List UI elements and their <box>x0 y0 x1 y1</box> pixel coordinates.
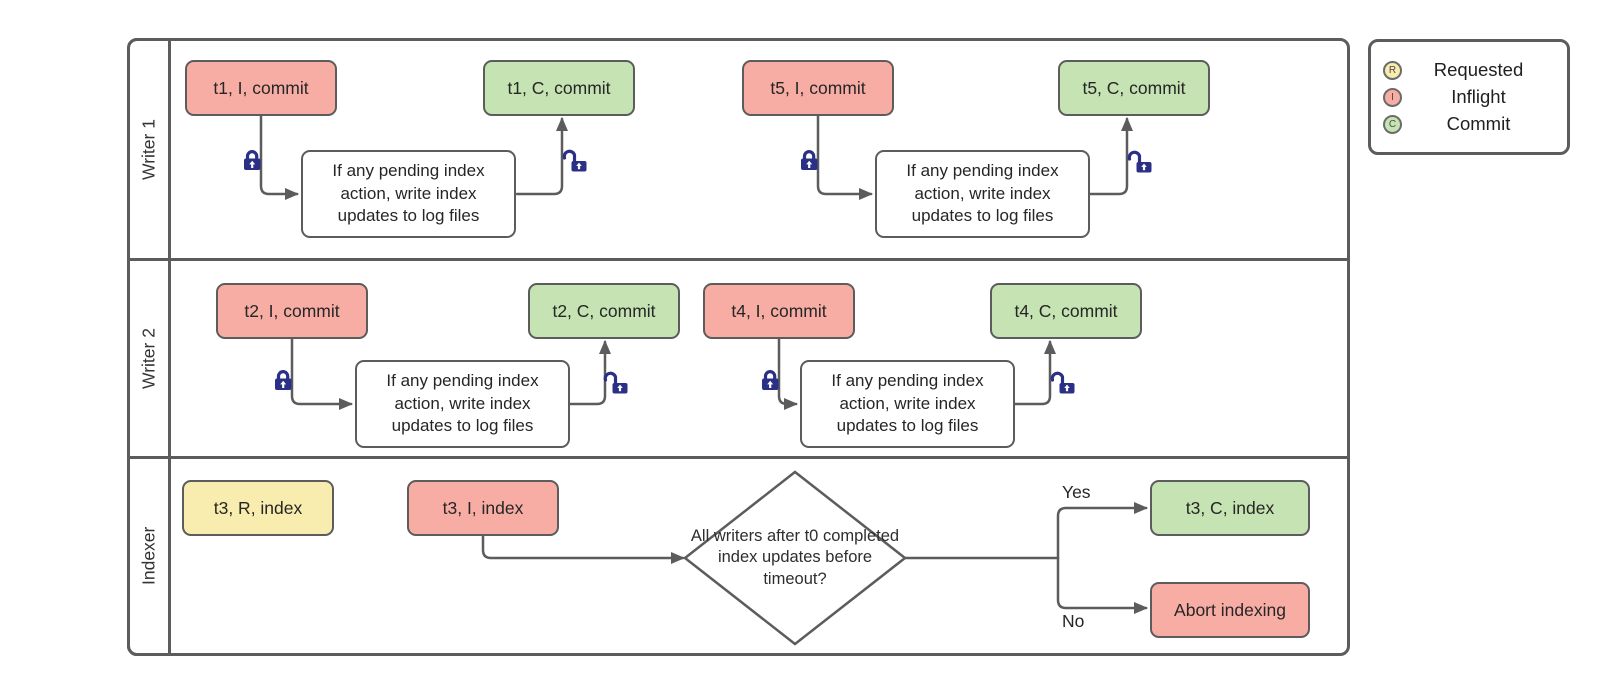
connector-t4-inflight-to-step <box>777 337 798 410</box>
lock-open-icon <box>562 149 589 174</box>
step-write-index-updates: If any pending index action, write index… <box>355 360 570 448</box>
step-write-index-updates: If any pending index action, write index… <box>800 360 1015 448</box>
connector-step-to-t5-commit <box>1088 117 1133 196</box>
connector-no-branch <box>1056 556 1148 614</box>
step-write-index-updates: If any pending index action, write index… <box>301 150 516 238</box>
connector-t2-inflight-to-step <box>290 337 353 410</box>
connector-t1-inflight-to-step <box>259 114 299 200</box>
commit-badge-icon: C <box>1383 114 1402 134</box>
node-t5-commit-commit: t5, C, commit <box>1058 60 1210 116</box>
connector-step-to-t4-commit <box>1013 340 1056 406</box>
lock-closed-icon <box>760 370 781 392</box>
legend-item-commit: C Commit <box>1383 113 1555 135</box>
node-t1-commit-commit: t1, C, commit <box>483 60 635 116</box>
lock-open-icon <box>1127 150 1154 175</box>
legend: R Requested I Inflight C Commit <box>1368 39 1570 155</box>
legend-label: Commit <box>1446 113 1511 134</box>
connector-t5-inflight-to-step <box>816 114 873 200</box>
connector-step-to-t2-commit <box>568 340 611 406</box>
connector-yes-branch <box>1056 502 1148 560</box>
edge-label-no: No <box>1062 611 1085 631</box>
node-t2-inflight-commit: t2, I, commit <box>216 283 368 339</box>
lane-separator <box>127 456 1350 459</box>
decision-diamond-shape <box>682 470 908 646</box>
connector-step-to-t1-commit <box>515 117 568 196</box>
lock-closed-icon <box>799 150 820 172</box>
legend-item-requested: R Requested <box>1383 59 1555 81</box>
lock-closed-icon <box>273 370 294 392</box>
decision-diamond-text: All writers after t0 completed index upd… <box>690 527 900 588</box>
lane-label-column <box>127 38 171 656</box>
node-t3-inflight-index: t3, I, index <box>407 480 559 536</box>
node-t3-commit-index: t3, C, index <box>1150 480 1310 536</box>
node-t3-requested-index: t3, R, index <box>182 480 334 536</box>
node-t5-inflight-commit: t5, I, commit <box>742 60 894 116</box>
node-t2-commit-commit: t2, C, commit <box>528 283 680 339</box>
lock-open-icon <box>603 371 630 396</box>
node-t4-inflight-commit: t4, I, commit <box>703 283 855 339</box>
requested-badge-icon: R <box>1383 60 1402 80</box>
legend-label: Inflight <box>1451 86 1506 107</box>
lock-closed-icon <box>242 150 263 172</box>
node-abort-indexing: Abort indexing <box>1150 582 1310 638</box>
inflight-badge-icon: I <box>1383 87 1402 107</box>
lane-separator <box>127 258 1350 261</box>
lock-open-icon <box>1050 371 1077 396</box>
legend-label: Requested <box>1433 59 1524 80</box>
node-t1-inflight-commit: t1, I, commit <box>185 60 337 116</box>
node-t4-commit-commit: t4, C, commit <box>990 283 1142 339</box>
step-write-index-updates: If any pending index action, write index… <box>875 150 1090 238</box>
edge-label-yes: Yes <box>1062 482 1091 502</box>
legend-item-inflight: I Inflight <box>1383 86 1555 108</box>
connector-t3-inflight-to-decision <box>481 534 685 564</box>
